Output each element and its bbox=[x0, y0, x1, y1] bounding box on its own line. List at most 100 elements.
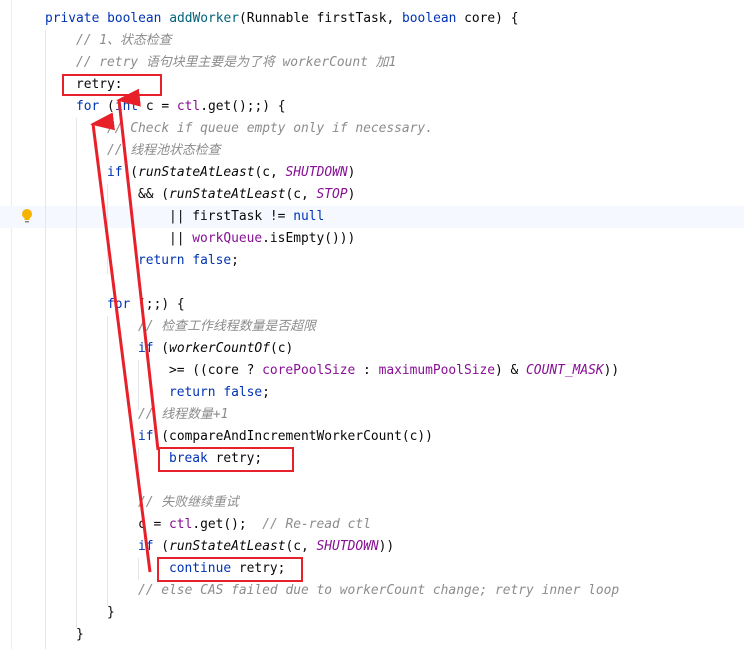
code-token: for bbox=[76, 99, 108, 114]
code-line[interactable]: && (runStateAtLeast(c, STOP) bbox=[0, 184, 619, 206]
code-line[interactable]: // 1、状态检查 bbox=[0, 30, 619, 52]
code-token: (Runnable firstTask, bbox=[239, 11, 403, 26]
code-token: // else CAS failed due to workerCount ch… bbox=[138, 583, 620, 598]
code-token: SHUTDOWN bbox=[316, 539, 379, 554]
code-line[interactable]: // else CAS failed due to workerCount ch… bbox=[0, 580, 619, 602]
annotation-box-break-retry bbox=[158, 447, 294, 472]
code-line[interactable]: c = ctl.get(); // Re-read ctl bbox=[0, 514, 619, 536]
indent-guide bbox=[107, 316, 108, 606]
code-line[interactable]: continue retry; bbox=[0, 558, 619, 580]
code-line[interactable]: // 检查工作线程数量是否超限 bbox=[0, 316, 619, 338]
code-token: (c) bbox=[269, 341, 294, 356]
code-token: ) bbox=[347, 165, 356, 180]
code-line[interactable]: // Check if queue empty only if necessar… bbox=[0, 118, 619, 140]
code-line[interactable]: return false; bbox=[0, 382, 619, 404]
code-token: ctl bbox=[169, 517, 193, 532]
code-line[interactable]: retry: bbox=[0, 74, 619, 96]
code-token: private boolean bbox=[45, 11, 170, 26]
code-line[interactable]: || firstTask != null bbox=[0, 206, 619, 228]
code-token: (compareAndIncrementWorkerCount(c)) bbox=[161, 429, 433, 444]
code-token: (;;) { bbox=[138, 297, 185, 312]
code-token: return false bbox=[138, 253, 232, 268]
code-line[interactable]: >= ((core ? corePoolSize : maximumPoolSi… bbox=[0, 360, 619, 382]
code-token: .isEmpty())) bbox=[262, 231, 356, 246]
code-line[interactable]: break retry; bbox=[0, 448, 619, 470]
code-token: runStateAtLeast bbox=[138, 165, 255, 180]
code-token: COUNT_MASK bbox=[526, 363, 604, 378]
code-token: ( bbox=[161, 341, 170, 356]
code-token: ( bbox=[130, 165, 139, 180]
code-token: } bbox=[107, 605, 115, 620]
code-line[interactable]: // retry 语句块里主要是为了将 workerCount 加1 bbox=[0, 52, 619, 74]
code-token: for bbox=[107, 297, 139, 312]
code-token: (c, bbox=[254, 165, 286, 180]
code-token: runStateAtLeast bbox=[169, 539, 286, 554]
code-line[interactable]: // 线程池状态检查 bbox=[0, 140, 619, 162]
code-token: // 线程数量+1 bbox=[138, 407, 229, 422]
code-token: ; bbox=[262, 385, 270, 400]
code-token: break bbox=[169, 451, 216, 466]
code-token: && ( bbox=[138, 187, 170, 202]
code-line[interactable]: for (int c = ctl.get();;) { bbox=[0, 96, 619, 118]
code-token: (c, bbox=[285, 187, 317, 202]
code-token: boolean bbox=[402, 11, 465, 26]
code-token: // retry 语句块里主要是为了将 workerCount 加1 bbox=[76, 55, 397, 70]
code-editor[interactable]: private boolean addWorker(Runnable first… bbox=[0, 8, 619, 646]
code-token: continue bbox=[169, 561, 239, 576]
code-token: STOP bbox=[316, 187, 348, 202]
code-token: SHUTDOWN bbox=[285, 165, 348, 180]
code-token: addWorker bbox=[169, 11, 240, 26]
code-line[interactable]: private boolean addWorker(Runnable first… bbox=[0, 8, 619, 30]
code-token: retry: bbox=[76, 77, 123, 92]
code-token: workerCountOf bbox=[169, 341, 270, 356]
code-token: // 线程池状态检查 bbox=[107, 143, 221, 158]
annotation-box-retry-label bbox=[62, 74, 162, 96]
code-token: workQueue bbox=[192, 231, 263, 246]
code-token: if bbox=[107, 165, 131, 180]
code-token: } bbox=[76, 627, 84, 642]
arrow-break-to-retry bbox=[116, 88, 160, 451]
code-token: // 检查工作线程数量是否超限 bbox=[138, 319, 316, 334]
arrow-continue-to-for bbox=[90, 112, 152, 573]
code-token: if bbox=[138, 429, 162, 444]
code-line[interactable]: for (;;) { bbox=[0, 294, 619, 316]
code-token: )) bbox=[378, 539, 395, 554]
code-token: // Check if queue empty only if necessar… bbox=[107, 121, 433, 136]
current-line-highlight bbox=[0, 206, 744, 228]
code-token: || firstTask != bbox=[169, 209, 294, 224]
code-line[interactable]: if (runStateAtLeast(c, SHUTDOWN)) bbox=[0, 536, 619, 558]
code-token: || bbox=[169, 231, 193, 246]
code-line[interactable]: } bbox=[0, 602, 619, 624]
lightbulb-icon[interactable] bbox=[21, 208, 33, 229]
code-token: // Re-read ctl bbox=[262, 517, 371, 532]
code-token: : bbox=[355, 363, 379, 378]
code-token: .get();;) { bbox=[200, 99, 286, 114]
code-line[interactable]: return false; bbox=[0, 250, 619, 272]
code-line[interactable]: if (runStateAtLeast(c, SHUTDOWN) bbox=[0, 162, 619, 184]
code-token: .get(); bbox=[192, 517, 263, 532]
gutter-divider bbox=[11, 0, 12, 649]
annotation-box-continue-retry bbox=[157, 557, 303, 582]
code-token: maximumPoolSize bbox=[378, 363, 495, 378]
code-token: core) { bbox=[464, 11, 519, 26]
code-line[interactable]: } bbox=[0, 624, 619, 646]
code-line[interactable]: if (compareAndIncrementWorkerCount(c)) bbox=[0, 426, 619, 448]
code-token: retry; bbox=[215, 451, 263, 466]
code-token: ( bbox=[107, 99, 115, 114]
code-line[interactable]: || workQueue.isEmpty())) bbox=[0, 228, 619, 250]
indent-guide bbox=[76, 118, 77, 628]
code-token: null bbox=[293, 209, 325, 224]
code-token: ) & bbox=[495, 363, 527, 378]
code-line[interactable]: // 线程数量+1 bbox=[0, 404, 619, 426]
code-token: >= ((core ? bbox=[169, 363, 263, 378]
code-token: c = bbox=[145, 99, 177, 114]
code-token: ( bbox=[161, 539, 170, 554]
code-line[interactable]: if (workerCountOf(c) bbox=[0, 338, 619, 360]
code-token: ctl bbox=[176, 99, 201, 114]
indent-guide bbox=[138, 360, 139, 410]
indent-guide bbox=[45, 30, 46, 649]
code-token: // 1、状态检查 bbox=[76, 33, 172, 48]
code-token: retry; bbox=[238, 561, 286, 576]
code-token: (c, bbox=[285, 539, 317, 554]
code-token: runStateAtLeast bbox=[169, 187, 286, 202]
